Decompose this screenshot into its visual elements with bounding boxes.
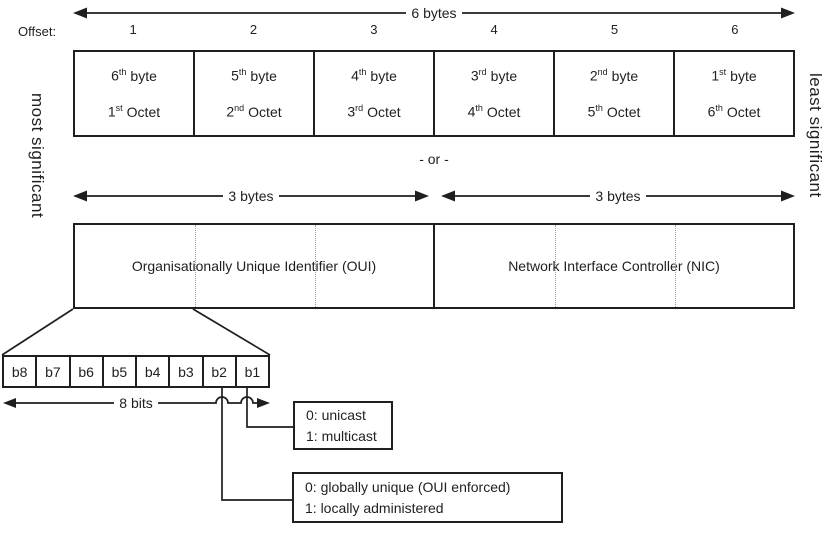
bit-cell: b4: [137, 357, 171, 386]
bit-connector-lines: [221, 387, 293, 501]
unicast-multicast-legend-box: 0: unicast 1: multicast: [293, 401, 393, 450]
global-local-legend-box: 0: globally unique (OUI enforced) 1: loc…: [292, 472, 563, 523]
eight-bits-label: 8 bits: [114, 395, 158, 411]
nic-label: Network Interface Controller (NIC): [508, 258, 720, 274]
unicast-line: 0: unicast: [306, 406, 366, 423]
bit-cell: b5: [104, 357, 137, 386]
offset-value: 3: [370, 22, 378, 37]
octet-divider-dotted: [555, 225, 556, 307]
arrowhead-left-icon: [73, 7, 87, 19]
bit-table: b8 b7 b6 b5 b4 b3 b2 b1: [2, 355, 270, 388]
arrowhead-left-icon: [441, 190, 455, 202]
bit-cell: b3: [170, 357, 204, 386]
oui-nic-row: Organisationally Unique Identifier (OUI)…: [73, 223, 795, 309]
three-bytes-right-label: 3 bytes: [590, 188, 646, 204]
arrowhead-left-icon: [3, 398, 16, 408]
three-bytes-right-label-band: 3 bytes: [441, 188, 795, 204]
octet-divider-dotted: [315, 225, 316, 307]
most-significant-label: most significant: [28, 93, 47, 219]
expansion-line-right: [192, 308, 271, 356]
least-significant-label: least significant: [806, 73, 825, 198]
offset-values-row: 1 2 3 4 5 6: [73, 22, 795, 37]
nic-box: Network Interface Controller (NIC): [435, 225, 793, 307]
locally-administered-line: 1: locally administered: [305, 499, 444, 516]
bit-cell: b1: [244, 363, 261, 380]
offset-value: 6: [731, 22, 739, 37]
expansion-line-left: [1, 308, 74, 356]
arrowhead-right-icon: [781, 190, 795, 202]
oui-box: Organisationally Unique Identifier (OUI): [75, 225, 435, 307]
bit-cell: b6: [71, 357, 104, 386]
arrowhead-right-icon: [781, 7, 795, 19]
three-bytes-left-label: 3 bytes: [223, 188, 279, 204]
arrowhead-right-icon: [415, 190, 429, 202]
octet-divider-dotted: [195, 225, 196, 307]
offset-label: Offset:: [18, 24, 57, 39]
b2-connector-line: [221, 387, 292, 501]
octet-expansion-lines: [1, 308, 271, 356]
six-bytes-arrow-label-band: 6 bytes: [73, 5, 795, 21]
eight-bits-arrow: [3, 396, 270, 408]
oui-label: Organisationally Unique Identifier (OUI): [131, 258, 377, 274]
globally-unique-line: 0: globally unique (OUI enforced): [305, 478, 511, 495]
octet-divider-dotted: [675, 225, 676, 307]
b1-connector-line: [246, 387, 293, 428]
bit-cell: b2: [204, 357, 237, 386]
arrowhead-left-icon: [73, 190, 87, 202]
multicast-line: 1: multicast: [306, 427, 377, 444]
or-separator-label: - or -: [419, 151, 449, 167]
eight-bits-label-band: 8 bits: [2, 395, 270, 411]
bit-cell: b7: [37, 357, 71, 386]
offset-value: 5: [610, 22, 619, 37]
bit-cell: b8: [4, 357, 38, 386]
offset-value: 2: [249, 22, 258, 37]
six-bytes-label: 6 bytes: [406, 5, 462, 21]
offset-value: 1: [129, 22, 137, 37]
three-bytes-left-label-band: 3 bytes: [73, 188, 429, 204]
arrowhead-right-icon: [257, 398, 270, 408]
offset-value: 4: [490, 22, 498, 37]
